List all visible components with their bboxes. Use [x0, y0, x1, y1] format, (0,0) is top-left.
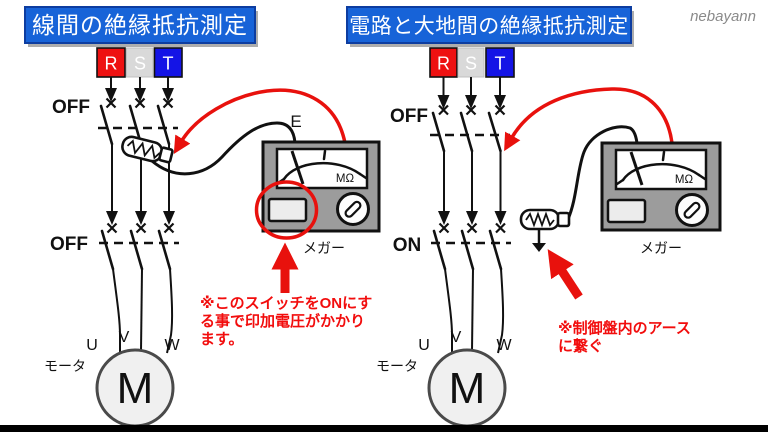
meter-needle [629, 151, 644, 186]
phase-label-t: T [163, 54, 174, 74]
note-left-line2: る事で印加電圧がかかり [200, 312, 365, 330]
megger-right: MΩ [600, 141, 722, 232]
terminal-w: W [164, 337, 180, 354]
note-left: ※このスイッチをONにす る事で印加電圧がかかり ます。 [200, 294, 372, 348]
note-right: ※制御盤内のアース に繋ぐ [558, 319, 691, 355]
meter-unit-right: MΩ [675, 174, 694, 186]
terminal-v: V [451, 329, 462, 346]
phase-box-t [485, 47, 515, 78]
phase-label-r: R [437, 54, 450, 74]
meter-needle [290, 150, 305, 185]
alligator-clip-left [121, 135, 174, 164]
phase-label-s: S [134, 54, 146, 74]
earth-lead-label: E [290, 112, 301, 131]
phase-label-t: T [495, 54, 506, 74]
knob-slot [683, 201, 701, 219]
alligator-clip-right [519, 208, 571, 231]
note-left-line3: ます。 [200, 331, 244, 348]
right-breaker-bottom: ON [393, 222, 511, 271]
megger-earth-lead [151, 121, 297, 176]
megger-line-lead [173, 88, 347, 155]
megger-label-left: メガー [303, 240, 345, 256]
terminal-u: U [418, 337, 430, 354]
phase-box-r [429, 47, 458, 78]
right-incoming-wires [437, 77, 506, 109]
note-arrow-right [547, 249, 583, 300]
right-breaker-top: OFF [390, 104, 510, 153]
phase-label-r: R [105, 54, 118, 74]
terminal-v: V [119, 329, 130, 346]
knob-slot [344, 200, 362, 218]
terminal-w: W [496, 337, 512, 354]
megger-line-lead [504, 87, 674, 152]
left-breaker-bottom: OFF [50, 222, 179, 271]
left-diagram: 線間の絶縁抵抗測定 R S T OFF [24, 6, 381, 428]
phase-box-s [126, 47, 154, 78]
motor-symbol-right: M [449, 364, 486, 413]
right-mid-wires [438, 151, 507, 225]
meter-unit-left: MΩ [336, 173, 355, 185]
earth-symbol [532, 229, 546, 252]
phase-box-s [457, 47, 485, 78]
meter-scale-arc [282, 161, 362, 181]
megger-test-switch [267, 197, 308, 223]
left-incoming-wires [105, 77, 174, 102]
megger-test-switch [606, 198, 647, 224]
left-breaker-top-state: OFF [52, 97, 90, 118]
megger-label-right: メガー [640, 240, 682, 256]
motor-label-left: モータ [44, 358, 86, 374]
phase-box-r [96, 47, 126, 78]
note-right-line2: に繋ぐ [558, 337, 603, 355]
right-title: 電路と大地間の絶縁抵抗測定 [349, 15, 629, 38]
left-title: 線間の絶縁抵抗測定 [32, 12, 248, 38]
note-left-line1: ※このスイッチをONにす [200, 294, 372, 312]
right-breaker-bottom-state: ON [393, 235, 422, 256]
switch-highlight-circle [254, 180, 319, 240]
right-motor-wires [444, 268, 505, 354]
bottom-bar [0, 425, 768, 432]
right-title-box [346, 6, 632, 44]
left-title-box [24, 6, 256, 44]
motor-label-right: モータ [376, 358, 418, 374]
motor-symbol-left: M [117, 364, 154, 413]
right-phase-boxes: R S T [429, 47, 515, 78]
left-phase-boxes: R S T [96, 47, 183, 78]
megger-left: MΩ [254, 140, 381, 240]
left-motor-wires [112, 268, 174, 354]
note-right-line1: ※制御盤内のアース [558, 319, 691, 337]
terminal-u: U [86, 337, 98, 354]
megger-earth-lead [566, 125, 639, 220]
right-diagram: 電路と大地間の絶縁抵抗測定 nebayann R S T OFF [346, 6, 756, 428]
left-breaker-top: OFF [52, 97, 178, 146]
phase-label-s: S [465, 54, 477, 74]
left-breaker-bottom-state: OFF [50, 234, 88, 255]
meter-scale-arc [621, 162, 701, 182]
watermark: nebayann [690, 8, 756, 25]
right-breaker-top-state: OFF [390, 106, 428, 127]
